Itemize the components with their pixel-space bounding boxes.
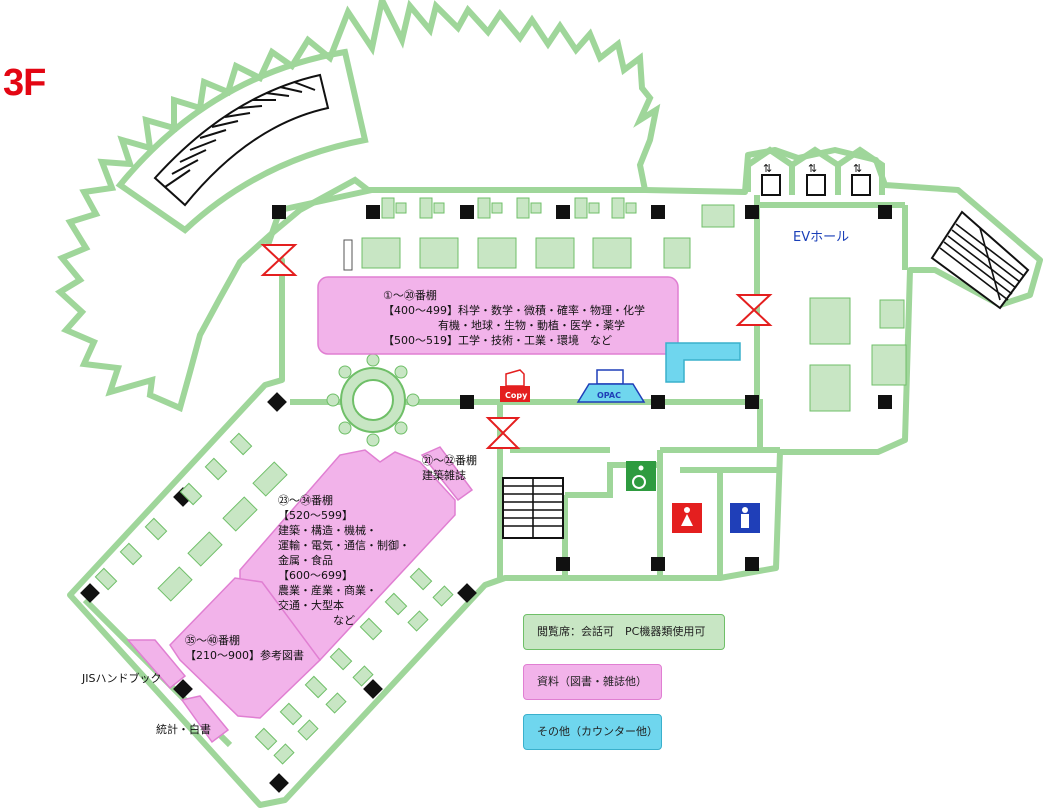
women-restroom-icon xyxy=(672,503,702,533)
staircase-center xyxy=(502,477,564,539)
legend-materials: 資料（図書・雑誌他） xyxy=(523,664,662,700)
copy-machine-icon: Copy xyxy=(500,369,530,402)
svg-text:⇅: ⇅ xyxy=(763,162,772,175)
seating-top xyxy=(361,197,907,412)
shelf-23-34-label: ㉓～㉞番棚 【520～599】 建築・構造・機械・ 運輸・電気・通信・制御・ 金… xyxy=(278,494,410,627)
lecture-arc xyxy=(115,48,369,234)
floor-label: 3F xyxy=(3,62,46,104)
shelf-zones xyxy=(126,276,679,744)
jis-handbook-label: JISハンドブック xyxy=(82,672,162,685)
elevator-icon: ⇅ ⇅ ⇅ xyxy=(761,162,871,196)
elevators xyxy=(745,146,885,195)
ev-hall-label: EVホール xyxy=(793,230,850,245)
opac-terminal: OPAC xyxy=(576,369,646,403)
copy-label: Copy xyxy=(505,391,528,400)
svg-text:⇅: ⇅ xyxy=(853,162,862,175)
svg-text:⇅: ⇅ xyxy=(808,162,817,175)
opac-label: OPAC xyxy=(597,391,621,400)
seating-diagonal xyxy=(94,432,454,765)
staircase-right xyxy=(930,210,1030,310)
round-table xyxy=(326,353,420,447)
men-restroom-icon xyxy=(730,503,760,533)
statistics-whitepaper-label: 統計・白書 xyxy=(156,723,211,736)
door-icon xyxy=(260,244,773,449)
lecture-seating xyxy=(153,73,330,207)
shelf-35-40-label: ㉟～㊵番棚 【210～900】参考図書 xyxy=(185,634,304,662)
shelf-21-22-label: ㉑～㉒番棚 建築雑誌 xyxy=(422,454,477,482)
legend-other: その他（カウンター他） xyxy=(523,714,662,750)
counter-zone xyxy=(665,342,741,383)
accessible-restroom-icon xyxy=(626,461,656,491)
atrium-sawtooth-wall xyxy=(54,0,661,413)
shelf-1-20-label: ①～⑳番棚 【400～499】科学・数学・微積・確率・物理・化学 有機・地球・生… xyxy=(383,289,645,347)
return-box xyxy=(343,239,353,271)
legend-reading-seats: 閲覧席：会話可 PC機器類使用可 xyxy=(523,614,725,650)
